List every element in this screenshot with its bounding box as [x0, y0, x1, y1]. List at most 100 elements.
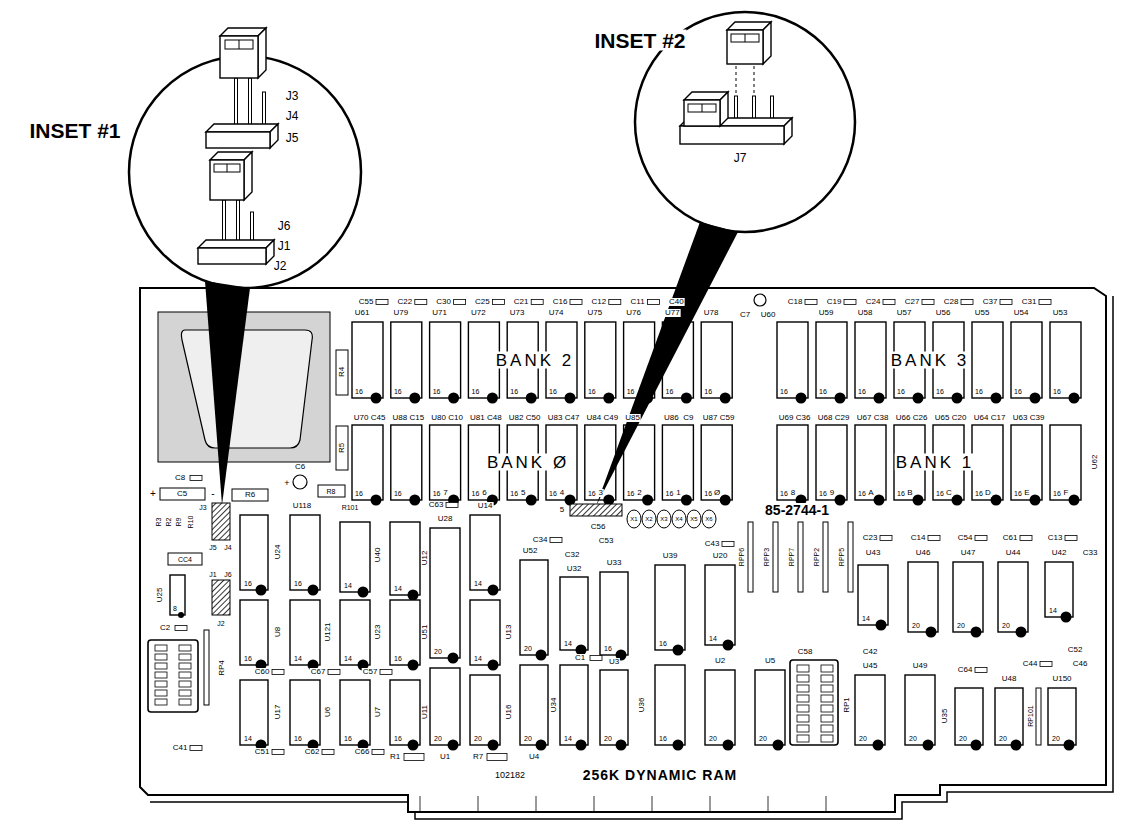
- pin-dot: [1064, 740, 1075, 751]
- chip-label: U70: [353, 414, 370, 422]
- capacitor-symbol: [590, 656, 602, 661]
- pin-dot: [913, 495, 924, 506]
- pin-number: 16: [779, 490, 789, 497]
- part-label: J3: [198, 504, 207, 511]
- pin-dot: [526, 495, 537, 506]
- bit-number: A: [867, 489, 874, 497]
- ic-chip: [290, 680, 320, 745]
- pin-dot: [565, 393, 576, 404]
- ic-chip: [1050, 425, 1081, 500]
- capacitor-label: C38: [873, 414, 890, 422]
- chip-label: U69: [778, 414, 795, 422]
- pin-dot: [448, 740, 459, 751]
- ic-chip: [777, 322, 808, 398]
- capacitor-symbol: [928, 536, 940, 541]
- pin-header: [784, 118, 792, 144]
- part-label: J5: [208, 544, 217, 551]
- chip-label: U1: [439, 753, 451, 761]
- pin-dot: [681, 495, 692, 506]
- capacitor-label: C11: [630, 298, 646, 306]
- chip-label: U5: [764, 657, 776, 665]
- dip-switch: [179, 699, 191, 705]
- chip-label: U74: [548, 309, 565, 317]
- pin-number: 16: [243, 580, 253, 587]
- header-pin: [263, 92, 266, 128]
- chip-label: U7: [374, 706, 382, 718]
- part-label: C41: [172, 744, 189, 752]
- pin-number: 16: [393, 388, 403, 395]
- capacitor-symbol: [880, 536, 892, 541]
- chip-label: U11: [421, 704, 429, 720]
- pin-dot: [796, 393, 807, 404]
- dip-switch: [179, 645, 191, 651]
- dip-switch: [797, 675, 809, 682]
- capacitor-label: C49: [602, 414, 619, 422]
- capacitor-label: C19: [826, 298, 843, 306]
- chip-label: U66: [895, 414, 912, 422]
- dip-switch: [797, 685, 809, 692]
- pin-number: 14: [563, 640, 573, 647]
- dip-switch: [797, 705, 809, 712]
- bit-number: 2: [636, 489, 642, 497]
- header-pin: [223, 200, 226, 244]
- dip-switch: [155, 645, 167, 651]
- part-label: X6: [704, 516, 713, 522]
- pin-number: 16: [354, 388, 364, 395]
- capacitor-label: C20: [951, 414, 968, 422]
- part-label: R6: [244, 491, 256, 499]
- jumper-slot: [225, 40, 253, 49]
- capacitor-symbol: [376, 300, 388, 305]
- capacitor-symbol: [380, 670, 392, 675]
- pin-dot: [926, 627, 937, 638]
- pin-number: 16: [393, 490, 403, 497]
- part-label: J4: [223, 544, 232, 551]
- chip-label: U71: [431, 309, 448, 317]
- date-code: 102182: [494, 771, 526, 780]
- capacitor-symbol: [961, 300, 973, 305]
- jumper-slot: [688, 104, 716, 112]
- pin-dot: [358, 587, 369, 598]
- pin-number: 16: [703, 388, 713, 395]
- chip-label: U72: [470, 309, 487, 317]
- crystal: [627, 510, 641, 528]
- capacitor-symbol: [454, 300, 466, 305]
- jumper-label: J2: [273, 260, 288, 272]
- pin-dot: [1069, 495, 1080, 506]
- pin-number: 16: [1052, 388, 1062, 395]
- pin-number: 16: [664, 490, 674, 497]
- ic-chip: [290, 600, 320, 665]
- part-label: X4: [674, 516, 683, 522]
- bit-number: D: [984, 489, 992, 497]
- ic-chip: [391, 322, 422, 398]
- chip-label: U54: [1013, 309, 1030, 317]
- part-label: RP4: [218, 659, 226, 677]
- jumper-cap: [720, 92, 728, 126]
- ic-chip: [390, 600, 420, 665]
- pin-number: 16: [354, 490, 364, 497]
- resistor-symbol: [404, 754, 424, 761]
- part-label: C58: [797, 648, 814, 656]
- capacitor-symbol: [883, 300, 895, 305]
- chip-label: U35: [941, 708, 949, 725]
- jumper-cap: [210, 160, 244, 200]
- capacitor-label: C47: [564, 414, 581, 422]
- part-label: C1: [574, 654, 586, 662]
- jumper-slot: [227, 164, 228, 172]
- capacitor-label: C16: [552, 298, 569, 306]
- chip-label: U34: [550, 697, 558, 714]
- chip-label: U44: [1005, 549, 1022, 557]
- capacitor-symbol: [648, 300, 660, 305]
- pin-dot: [874, 495, 885, 506]
- pin-dot: [487, 393, 498, 404]
- chip-label: U53: [1052, 309, 1069, 317]
- chip-label: U58: [857, 309, 874, 317]
- dip-switch: [148, 640, 198, 712]
- pin-number: 16: [1052, 490, 1062, 497]
- jumper-label: J6: [277, 220, 292, 232]
- bit-number: C: [945, 489, 953, 497]
- pin-number: 16: [818, 490, 828, 497]
- ic-chip: [170, 575, 185, 615]
- capacitor-symbol: [328, 670, 340, 675]
- edge-finger: [826, 796, 827, 812]
